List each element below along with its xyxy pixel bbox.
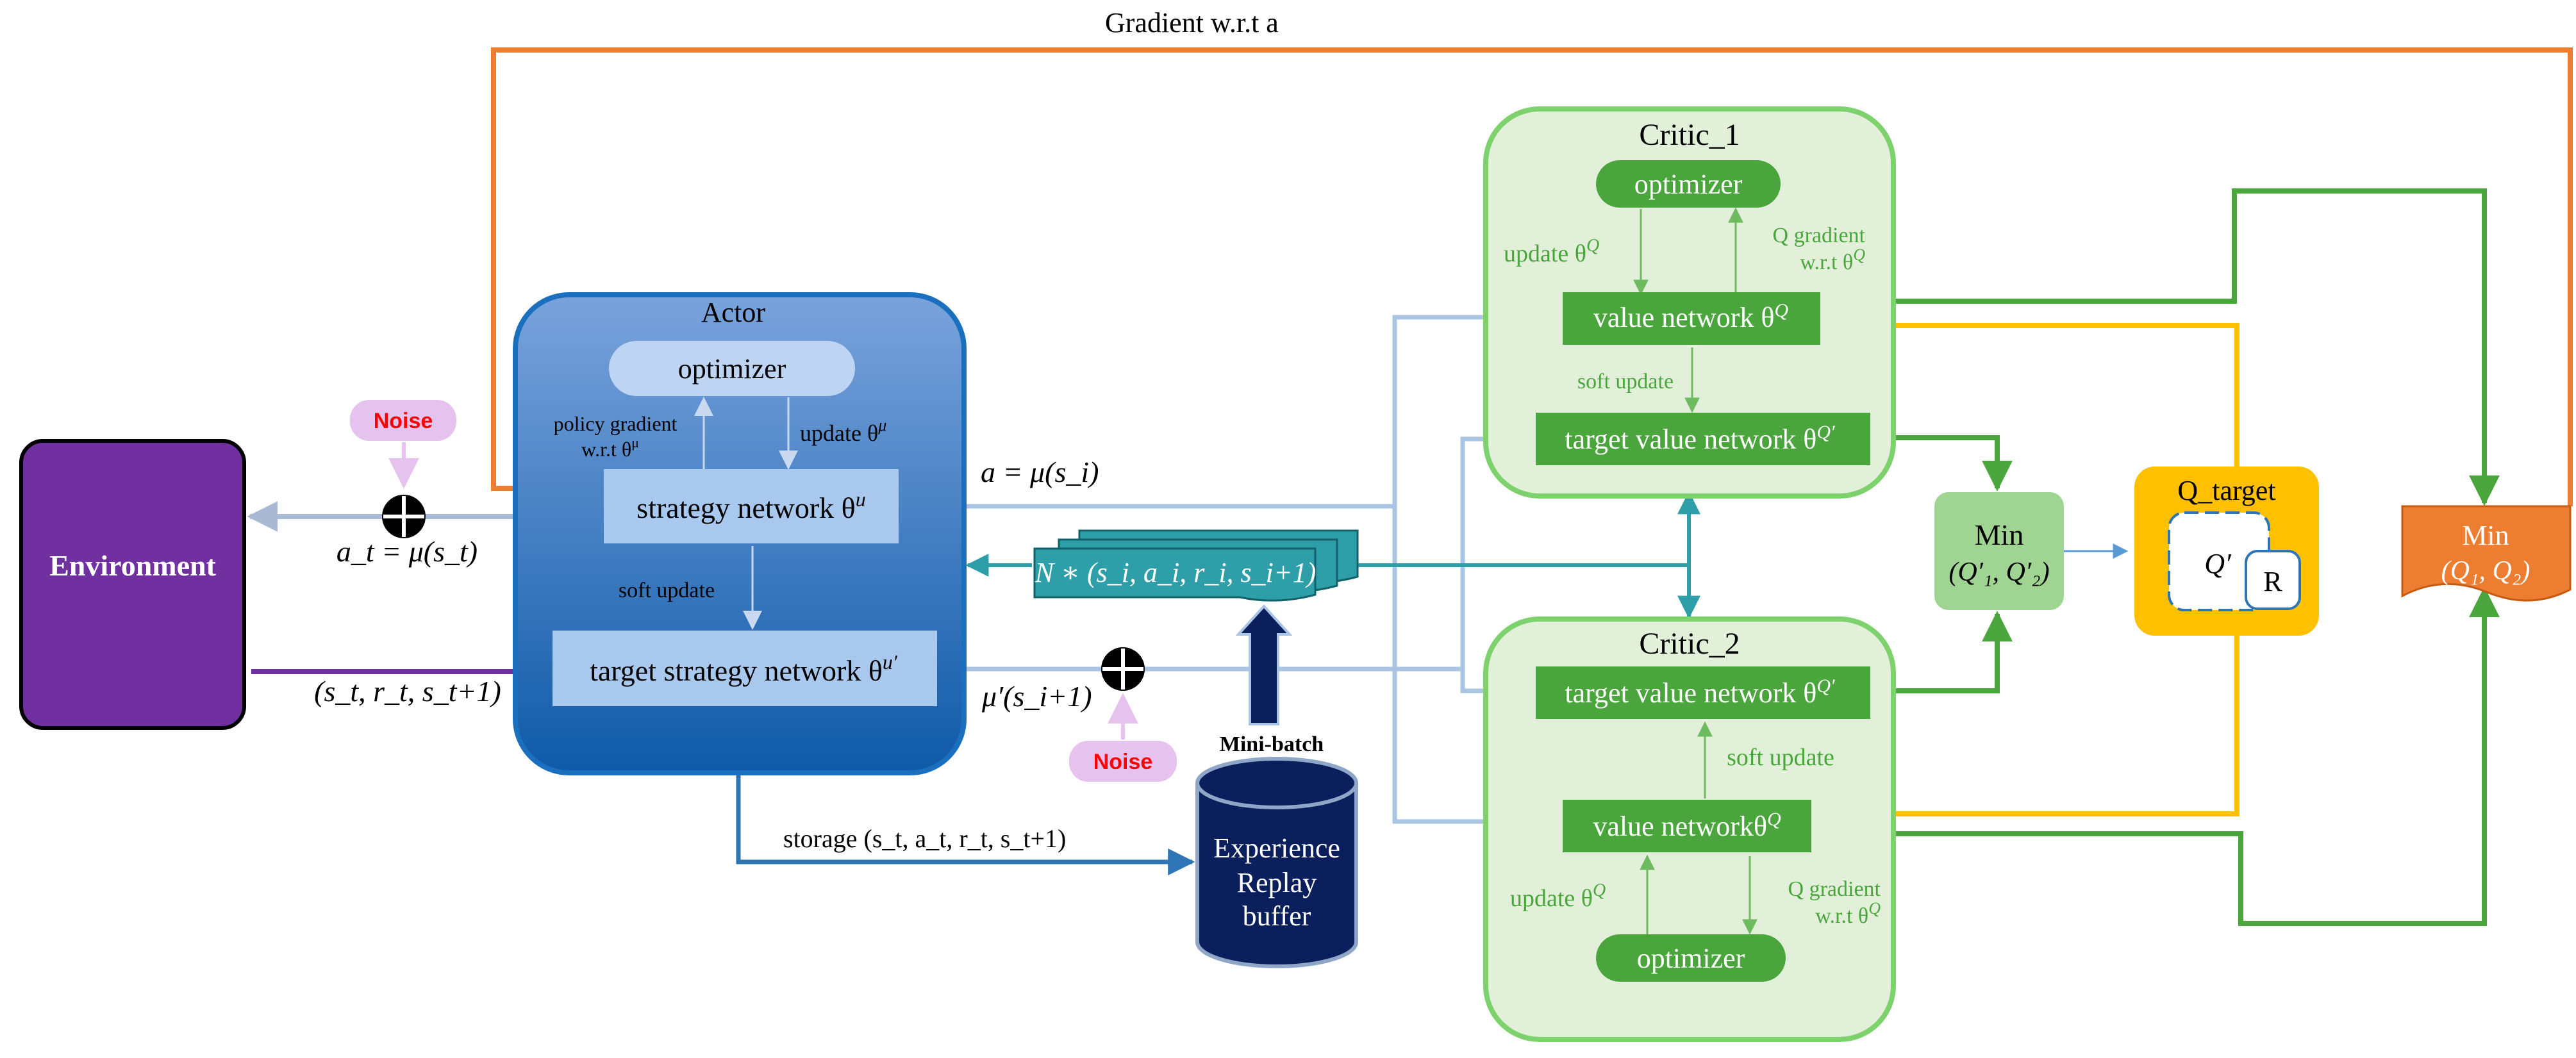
noise-top-box bbox=[350, 400, 456, 441]
noise-bottom-label: Noise bbox=[1093, 750, 1153, 774]
critic1-value-network bbox=[1563, 292, 1820, 345]
critic1-title: Critic_1 bbox=[1639, 118, 1740, 152]
policy-gradient-label-2-text: w.r.t θ bbox=[581, 438, 631, 461]
critic2-soft-update-label: soft update bbox=[1727, 744, 1834, 771]
actor-soft-update-label: soft update bbox=[619, 579, 715, 602]
min-target-line2: (Q′₁, Q′₂) bbox=[1949, 558, 2049, 587]
critic2-target-value-network bbox=[1536, 666, 1870, 719]
qtarget-title: Q_target bbox=[2177, 475, 2275, 506]
noise-sum-junction-top bbox=[382, 495, 426, 538]
critic2-optimizer bbox=[1596, 934, 1786, 982]
strategy-network-label: strategy network θu bbox=[636, 488, 865, 524]
min-q-box bbox=[2401, 505, 2572, 602]
actor-title: Actor bbox=[701, 297, 766, 328]
replay-buffer-line3: buffer bbox=[1243, 900, 1311, 932]
policy-gradient-label-1: policy gradient bbox=[554, 412, 677, 435]
critic1-target-value-network-label-sup: Q′ bbox=[1816, 422, 1835, 443]
policy-gradient-label-2: w.r.t θμ bbox=[581, 434, 639, 461]
critic2-qgrad-label-1: Q gradient bbox=[1788, 877, 1881, 901]
critic1-value-network-label: value network θQ bbox=[1593, 300, 1789, 333]
critic1-target-value-network bbox=[1536, 413, 1870, 465]
action-to-critics-line bbox=[899, 304, 1563, 509]
critic1-update-label-text: update θ bbox=[1504, 240, 1586, 267]
action-i-label: a = μ(s_i) bbox=[981, 456, 1099, 488]
minibatch-arrow bbox=[1235, 604, 1293, 725]
critic2-title: Critic_2 bbox=[1639, 627, 1740, 661]
critic2-target-value-network-label: target value network θQ′ bbox=[1565, 675, 1835, 709]
target-strategy-network bbox=[553, 631, 937, 706]
actor-optimizer-label: optimizer bbox=[678, 353, 786, 384]
critic2-value-network-label-sup: Q bbox=[1767, 809, 1781, 830]
environment-box bbox=[19, 439, 246, 730]
gradient-label: Gradient w.r.t a bbox=[1105, 7, 1279, 38]
storage-label: storage (s_t, a_t, r_t, s_t+1) bbox=[783, 824, 1066, 853]
critic1-target-value-network-label: target value network θQ′ bbox=[1565, 422, 1835, 455]
target-strategy-network-label: target strategy network θu′ bbox=[590, 650, 898, 687]
critic2-qgrad-label-2: w.r.t θQ bbox=[1815, 899, 1881, 928]
storage-arrow bbox=[736, 774, 1195, 875]
policy-gradient-label-2-sup: μ bbox=[631, 434, 639, 450]
strategy-network-label-text: strategy network θ bbox=[636, 492, 855, 524]
critic1-optimizer bbox=[1596, 160, 1781, 208]
target-strategy-network-label-text: target strategy network θ bbox=[590, 654, 883, 687]
environment-label: Environment bbox=[49, 549, 217, 582]
noise-top-label: Noise bbox=[374, 409, 433, 433]
min-q-line1: Min bbox=[2462, 520, 2509, 551]
strategy-network bbox=[604, 469, 899, 543]
critic1-value-network-label-text: value network θ bbox=[1593, 302, 1775, 333]
minibatch-stack bbox=[1033, 529, 1359, 602]
actor-update-label: update θμ bbox=[800, 416, 886, 446]
critic2-value-network-label: value networkθQ bbox=[1593, 809, 1781, 842]
qtarget-to-q1-line bbox=[1820, 310, 2239, 468]
critic1-update-label-sup: Q bbox=[1586, 236, 1599, 256]
critic2-target-value-network-label-sup: Q′ bbox=[1816, 675, 1835, 697]
critic1-qgrad-label-2-sup: Q bbox=[1853, 245, 1865, 264]
critic2-target-value-network-label-text: target value network θ bbox=[1565, 677, 1816, 709]
critic1-value-network-label-sup: Q bbox=[1774, 300, 1788, 321]
min-target-box bbox=[1934, 492, 2064, 610]
critic2-update-label: update θQ bbox=[1510, 880, 1606, 912]
actor-update-label-sup: μ bbox=[877, 416, 886, 434]
q1-to-min-line bbox=[1820, 188, 2500, 506]
noise-sum-junction-bottom bbox=[1101, 647, 1145, 691]
actor-optimizer bbox=[609, 341, 855, 396]
critic2-update-label-sup: Q bbox=[1593, 880, 1606, 900]
critic2-update-label-text: update θ bbox=[1510, 885, 1593, 912]
critic2-optimizer-label: optimizer bbox=[1637, 943, 1745, 974]
state-tuple-label: (s_t, r_t, s_t+1) bbox=[314, 675, 501, 707]
action-env-label: a_t = μ(s_t) bbox=[337, 535, 478, 568]
critic2-qgrad-label-2-text: w.r.t θ bbox=[1815, 904, 1868, 928]
min-q-line2: (Q₁, Q₂) bbox=[2441, 556, 2530, 586]
minibatch-label: Mini-batch bbox=[1220, 732, 1324, 756]
critic1-optimizer-label: optimizer bbox=[1634, 169, 1743, 200]
critic1-update-label: update θQ bbox=[1504, 236, 1599, 267]
critic1-soft-update-label: soft update bbox=[1577, 370, 1674, 393]
actor-update-label-text: update θ bbox=[800, 420, 878, 446]
target-strategy-network-label-sup: u′ bbox=[883, 650, 898, 674]
tq1-to-min-line bbox=[1872, 435, 2013, 492]
critic2-value-network-label-text: value networkθ bbox=[1593, 811, 1767, 842]
critic1-target-value-network-label-text: target value network θ bbox=[1565, 424, 1816, 455]
qtarget-to-q2-line bbox=[1809, 634, 2239, 829]
replay-buffer bbox=[1195, 757, 1358, 968]
replay-buffer-line1: Experience bbox=[1213, 832, 1340, 864]
q2-to-min-line bbox=[1811, 586, 2500, 926]
critic2-value-network bbox=[1563, 800, 1811, 852]
critic1-qgrad-label-2-text: w.r.t θ bbox=[1800, 251, 1853, 274]
critic1-qgrad-label-2: w.r.t θQ bbox=[1800, 245, 1865, 274]
strategy-network-label-sup: u bbox=[856, 488, 866, 511]
min-target-line1: Min bbox=[1975, 518, 2024, 551]
noise-bottom-box bbox=[1069, 741, 1177, 782]
mu-prime-label: μ′(s_i+1) bbox=[981, 680, 1092, 713]
critic1-qgrad-label-1: Q gradient bbox=[1773, 224, 1866, 247]
qtarget-r-box bbox=[2245, 550, 2301, 610]
qtarget-r: R bbox=[2263, 566, 2282, 597]
critic2-qgrad-label-2-sup: Q bbox=[1868, 899, 1881, 918]
qtarget-q-prime: Q′ bbox=[2204, 548, 2232, 579]
minibatch-sample-label: N ∗ (s_i, a_i, r_i, s_i+1) bbox=[1035, 557, 1317, 588]
replay-buffer-line2: Replay bbox=[1237, 867, 1317, 898]
tq2-to-min-line bbox=[1872, 611, 2013, 693]
